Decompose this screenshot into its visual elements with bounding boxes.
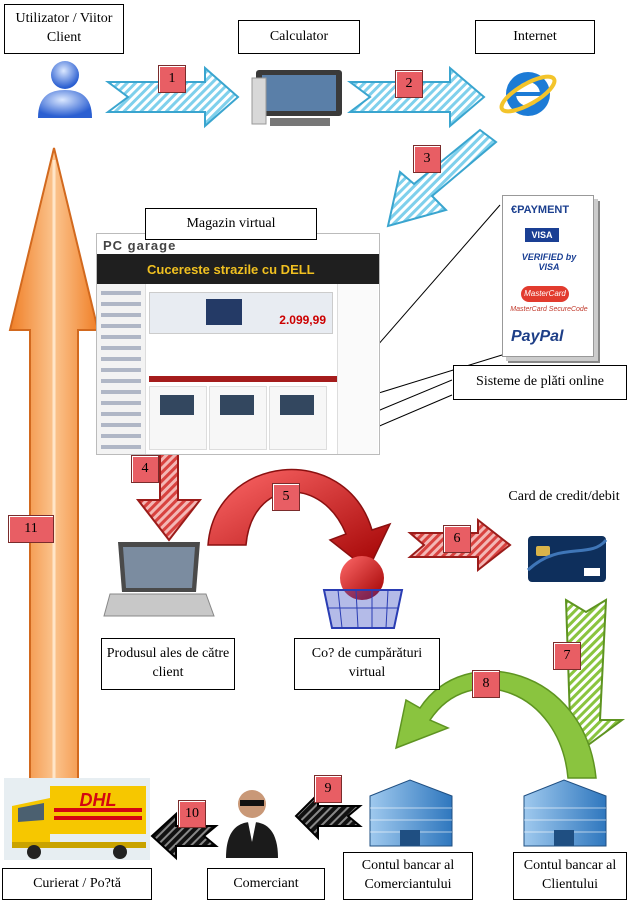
arrow-8 xyxy=(394,670,597,779)
step-badge-7: 7 xyxy=(553,642,581,670)
user-icon xyxy=(38,61,92,118)
dhl-van-icon xyxy=(4,778,150,860)
step-badge-10: 10 xyxy=(178,800,206,828)
shop-screenshot: PC garage Cucereste strazile cu DELL 2.0… xyxy=(96,233,380,455)
payment-brands-card: €PAYMENT VISA VERIFIED by VISA MasterCar… xyxy=(502,195,594,357)
shop-right-column xyxy=(337,284,378,454)
step-badge-5: 5 xyxy=(272,483,300,511)
bank-building-icon-merchant xyxy=(369,779,453,847)
arrow-11 xyxy=(8,147,100,781)
shop-product xyxy=(209,386,267,450)
merchant-icon xyxy=(226,790,278,858)
paypal-logo: PayPal xyxy=(511,328,564,345)
shop-logo: PC garage xyxy=(103,238,177,253)
label-internet: Internet xyxy=(475,20,595,54)
shop-promo: 2.099,99 xyxy=(149,292,333,334)
arrow-5 xyxy=(207,468,392,572)
shopping-cart-icon xyxy=(322,556,404,629)
visa-logo: VISA xyxy=(525,228,559,242)
dhl-logo: DHL xyxy=(80,790,117,810)
shop-category-bar xyxy=(149,376,374,382)
label-shop: Magazin virtual xyxy=(145,208,317,240)
label-client-account: Contul bancar al Clientului xyxy=(513,852,627,900)
arrow-10 xyxy=(150,811,219,861)
shop-product xyxy=(269,386,327,450)
step-badge-3: 3 xyxy=(413,145,441,173)
shop-product xyxy=(149,386,207,450)
promo-price: 2.099,99 xyxy=(279,313,326,327)
arrow-1 xyxy=(105,65,240,129)
label-cart: Co? de cumpărături virtual xyxy=(294,638,440,690)
step-badge-1: 1 xyxy=(158,65,186,93)
shop-banner-text: Cucereste strazile cu DELL xyxy=(147,262,315,277)
laptop-icon xyxy=(103,542,215,617)
promo-monitor xyxy=(206,299,242,325)
step-badge-6: 6 xyxy=(443,525,471,553)
shop-banner: Cucereste strazile cu DELL xyxy=(97,254,379,284)
computer-icon xyxy=(251,70,342,126)
step-badge-8: 8 xyxy=(472,670,500,698)
label-computer: Calculator xyxy=(238,20,360,54)
mastercard-securecode-logo: MasterCard SecureCode xyxy=(510,306,588,313)
mastercard-logo: MasterCard xyxy=(521,286,569,302)
label-merchant-account: Contul bancar al Comerciantului xyxy=(343,852,473,900)
step-badge-11: 11 xyxy=(8,515,54,543)
label-payment-systems: Sisteme de plăti online xyxy=(453,365,627,400)
step-badge-2: 2 xyxy=(395,70,423,98)
arrow-3 xyxy=(386,128,498,228)
credit-card-icon xyxy=(526,536,608,582)
shop-sidebar xyxy=(97,284,146,454)
epayment-logo: €PAYMENT xyxy=(511,204,570,216)
label-courier: Curierat / Po?tă xyxy=(2,868,152,900)
bank-building-icon-client xyxy=(523,779,607,847)
label-card: Card de credit/debit xyxy=(508,488,620,504)
verified-by-visa-logo: VERIFIED by VISA xyxy=(521,252,577,272)
label-merchant: Comerciant xyxy=(207,868,325,900)
label-product: Produsul ales de către client xyxy=(101,638,235,690)
internet-explorer-icon xyxy=(499,72,557,116)
label-user: Utilizator / Viitor Client xyxy=(4,4,124,54)
step-badge-4: 4 xyxy=(131,455,159,483)
step-badge-9: 9 xyxy=(314,775,342,803)
